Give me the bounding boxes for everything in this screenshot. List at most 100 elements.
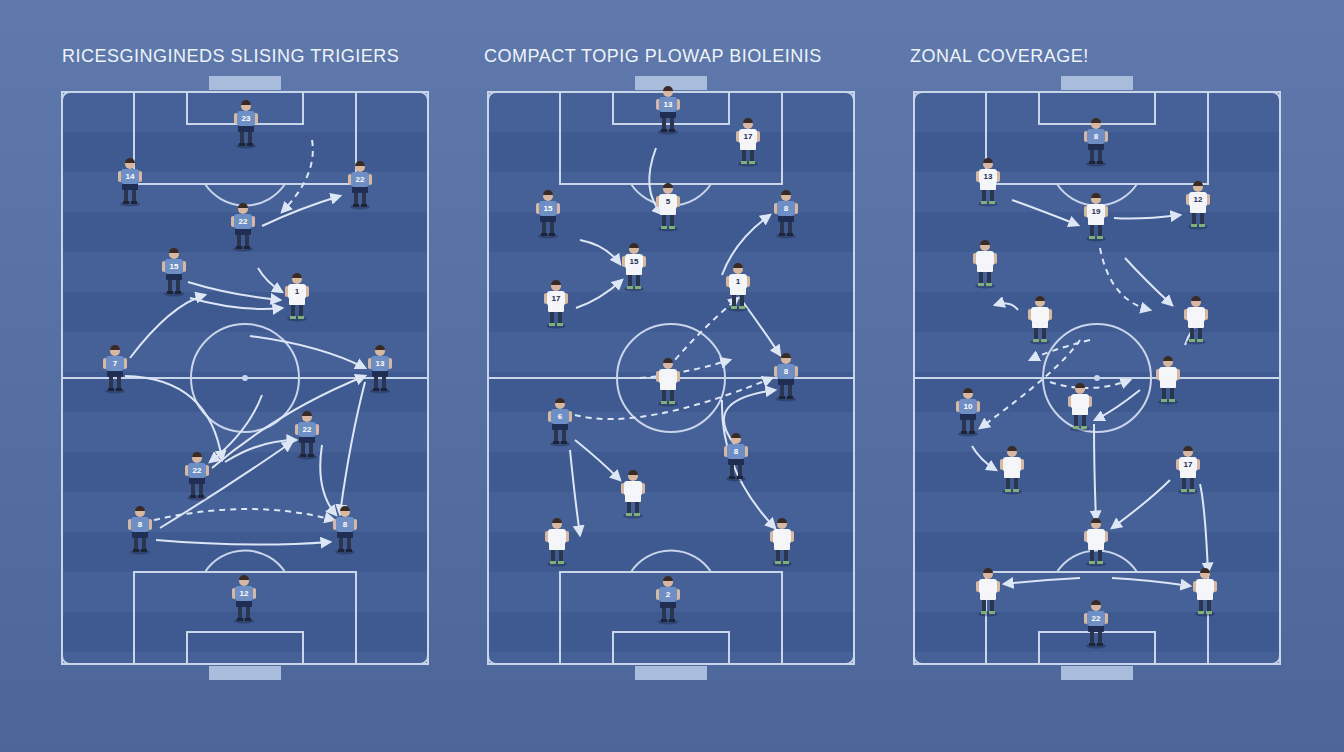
player-boot: [669, 619, 675, 622]
player-figure: [544, 280, 568, 329]
player-boot: [961, 431, 967, 434]
player-figure: [1193, 568, 1217, 617]
jersey-number: 22: [1087, 614, 1105, 623]
player-shadow: [130, 550, 150, 555]
pitch-line: [187, 632, 303, 664]
player-leg: [1074, 413, 1078, 428]
movement-arrow: [1125, 258, 1172, 305]
jersey-number: 17: [547, 294, 565, 303]
pitch-line: [134, 572, 356, 664]
player-shirt: [739, 129, 757, 144]
player-head: [543, 191, 553, 201]
player-leg: [142, 536, 146, 551]
grass-stripe: [62, 252, 428, 292]
player-head: [663, 184, 673, 194]
player-leg: [635, 500, 639, 515]
player-hair: [629, 243, 639, 248]
pitch-line: [205, 551, 285, 572]
player-shirt: [106, 356, 124, 371]
player-boot: [245, 618, 251, 621]
player-shirt: [1179, 457, 1197, 472]
player-boot: [1089, 561, 1095, 564]
player-leg: [382, 375, 386, 390]
player-leg: [1162, 386, 1166, 401]
jersey-number: 8: [336, 520, 354, 529]
player-head: [552, 519, 562, 529]
player-boot: [986, 283, 992, 286]
player-boot: [731, 306, 737, 309]
player-boot: [1191, 224, 1197, 227]
pitch: [62, 76, 428, 680]
player-leg: [662, 213, 666, 228]
player-shirt: [979, 169, 997, 184]
player-boot: [779, 233, 785, 236]
player-shirt: [165, 259, 183, 274]
player-boot: [1181, 489, 1187, 492]
pitch-line: [914, 656, 922, 664]
player-boot: [247, 143, 253, 146]
pitch-line: [560, 92, 782, 184]
player-shadow: [546, 324, 566, 329]
player-shirt: [188, 463, 206, 478]
player-figure: [770, 518, 794, 567]
player-boot: [627, 286, 633, 289]
jersey-number: 15: [539, 204, 557, 213]
player-boot: [1189, 489, 1195, 492]
player-boot: [669, 401, 675, 404]
player-leg: [776, 548, 780, 563]
panel-heading: RICESGINGINEDS SLISING TRIGIERS: [62, 46, 399, 67]
player-figure: [1156, 356, 1180, 405]
pitch-grass: [62, 92, 428, 664]
player-figure: [656, 358, 680, 407]
player-shadow: [370, 389, 390, 394]
movement-arrow: [1112, 480, 1170, 528]
pitch-line: [420, 656, 428, 664]
player-shirt: [547, 291, 565, 306]
player-leg: [1042, 326, 1046, 341]
player-shadow: [975, 284, 995, 289]
player-hair: [135, 506, 145, 511]
player-leg: [554, 428, 558, 443]
player-leg: [191, 482, 195, 497]
grass-stripe: [914, 492, 1280, 532]
jersey-number: 8: [1087, 132, 1105, 141]
player-shirt: [1159, 367, 1177, 382]
player-leg: [117, 375, 121, 390]
player-boot: [1097, 161, 1103, 164]
player-shadow: [776, 397, 796, 402]
player-hair: [731, 433, 741, 438]
player-head: [1091, 194, 1101, 204]
player-boot: [1199, 224, 1205, 227]
player-leg: [979, 270, 983, 285]
pitch-line: [205, 184, 285, 205]
player-boot: [133, 549, 139, 552]
player-boot: [237, 618, 243, 621]
player-shirt: [1196, 579, 1214, 594]
player-boot: [989, 201, 995, 204]
player-leg: [1200, 211, 1204, 226]
player-boot: [1005, 489, 1011, 492]
player-leg: [662, 388, 666, 403]
player-figure: [185, 452, 209, 501]
player-figure: [973, 240, 997, 289]
player-figure: [128, 506, 152, 555]
player-leg: [740, 293, 744, 308]
grass-stripe: [62, 92, 428, 132]
player-head: [963, 389, 973, 399]
player-hair: [551, 280, 561, 285]
movement-arrow: [1200, 484, 1208, 572]
player-shirt: [659, 587, 677, 602]
player-leg: [248, 130, 252, 145]
player-leg: [1192, 211, 1196, 226]
player-boot: [981, 201, 987, 204]
player-shirt: [1031, 307, 1049, 322]
player-boot: [108, 388, 114, 391]
movement-arrow: [724, 390, 775, 445]
pitch: [488, 76, 854, 680]
grass-stripe: [62, 572, 428, 612]
player-shirt: [624, 481, 642, 496]
player-boot: [549, 323, 555, 326]
movement-arrow: [740, 298, 780, 355]
player-boot: [669, 226, 675, 229]
